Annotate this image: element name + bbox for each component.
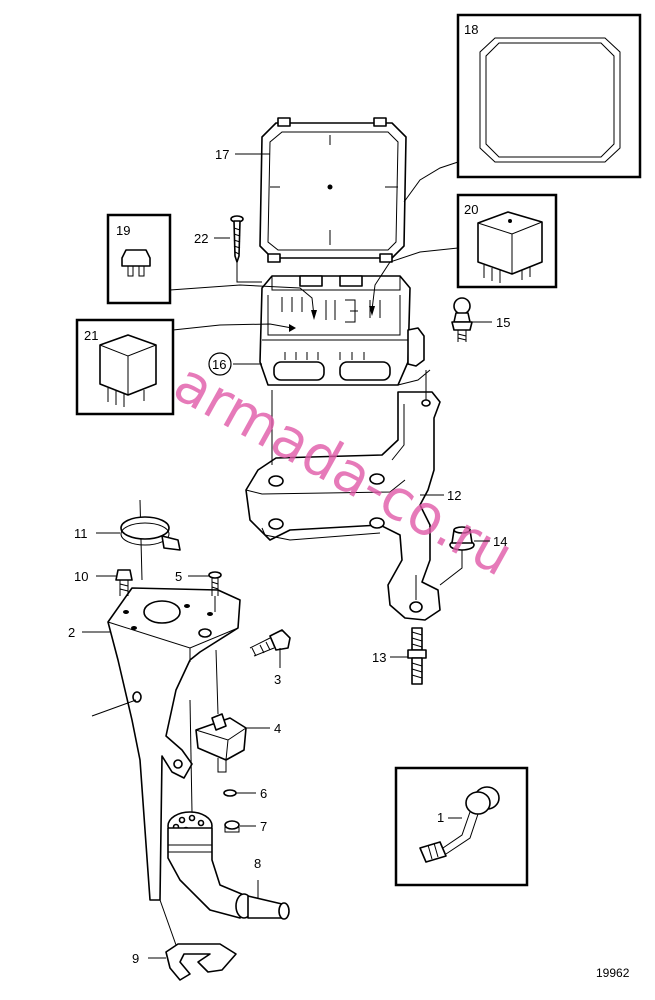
leader-lines	[82, 153, 492, 959]
part-9-clip	[159, 899, 237, 981]
callout-11: 11	[74, 526, 88, 541]
callout-4: 4	[274, 721, 281, 736]
callout-6: 6	[260, 786, 267, 801]
callout-7: 7	[260, 819, 267, 834]
callout-3: 3	[274, 672, 281, 687]
part-5-screw	[208, 571, 222, 612]
callout-14: 14	[493, 534, 507, 549]
part-20-relay-inset	[456, 193, 558, 289]
part-15-ball-stud	[451, 297, 473, 342]
callout-2: 2	[68, 625, 75, 640]
callout-12: 12	[447, 488, 461, 503]
part-4-sensor	[195, 649, 247, 773]
callout-13: 13	[372, 650, 386, 665]
part-11-hose-clamp	[120, 516, 181, 551]
callout-1: 1	[437, 810, 444, 825]
callout-10: 10	[74, 569, 88, 584]
part-7-nut	[224, 820, 240, 833]
callout-16: 16	[212, 357, 226, 372]
callout-18: 18	[464, 22, 478, 37]
part-1-sensor-inset	[394, 766, 529, 887]
part-10-bolt	[115, 569, 133, 596]
part-16-box-base	[259, 275, 431, 386]
part-6-o-ring	[223, 789, 237, 797]
part-14-flange-nut	[449, 526, 475, 551]
callout-21: 21	[84, 328, 98, 343]
part-21-relay-inset	[75, 318, 175, 416]
callout-9: 9	[132, 951, 139, 966]
part-8-connector	[167, 699, 290, 920]
part-19-fuse-inset	[106, 213, 172, 305]
drawing-number: 19962	[596, 966, 630, 980]
part-12-bracket	[245, 370, 463, 621]
callout-20: 20	[464, 202, 478, 217]
callout-19: 19	[116, 223, 130, 238]
part-2-bracket	[91, 499, 241, 901]
callout-16-circle	[208, 352, 232, 376]
part-22-screw	[230, 215, 262, 283]
callout-5: 5	[175, 569, 182, 584]
part-3-bolt	[249, 629, 291, 668]
callout-17: 17	[215, 147, 229, 162]
watermark-text: armada-co.ru	[163, 350, 523, 589]
callout-15: 15	[496, 315, 510, 330]
callout-22: 22	[194, 231, 208, 246]
part-18-seal-inset	[456, 13, 642, 179]
callout-8: 8	[254, 856, 261, 871]
inset-connection-lines	[169, 161, 459, 332]
callout-labels: 1 2 3 4 5 6 7 8 9 10 11 12 13 14 15 16 1…	[68, 22, 510, 966]
part-17-lid	[259, 117, 407, 263]
part-13-stud	[407, 627, 427, 685]
